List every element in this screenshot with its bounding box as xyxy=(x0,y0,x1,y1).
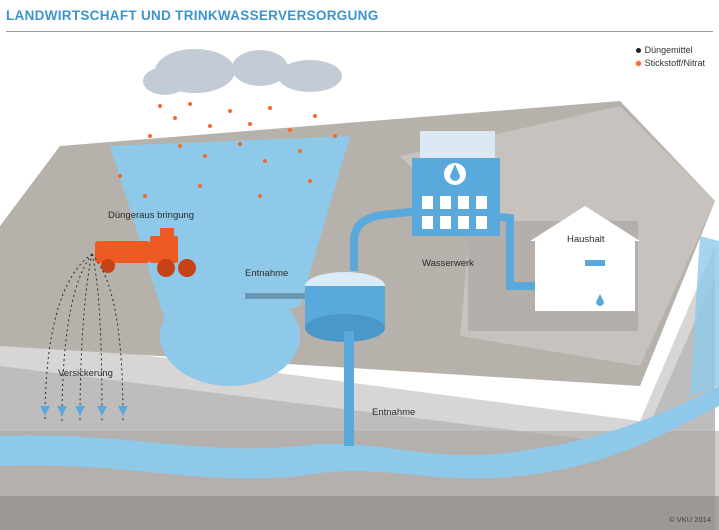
river xyxy=(110,136,350,386)
water-cycle-scene xyxy=(0,49,719,530)
label-entnahme-upper: Entnahme xyxy=(245,268,289,279)
nitrate-dot-icon xyxy=(635,61,641,66)
label-versickerung: Versickerung xyxy=(58,368,113,379)
aquifer xyxy=(0,236,719,479)
waterworks-building xyxy=(412,131,500,236)
seepage-arrows xyxy=(40,406,128,416)
seepage-lines xyxy=(44,253,124,422)
legend: Düngemittel Stickstoff/Nitrat xyxy=(635,44,705,70)
copyright-text: © VKU 2014 xyxy=(669,515,711,524)
label-wasserwerk: Wasserwerk xyxy=(422,258,474,269)
faucet-icon xyxy=(585,260,605,266)
nitrate-rain xyxy=(118,102,337,198)
legend-item-nitrate: Stickstoff/Nitrat xyxy=(635,57,705,70)
faucet-drop-icon xyxy=(596,294,604,306)
label-entnahme-lower: Entnahme xyxy=(372,407,416,418)
waterworks-drop-icon xyxy=(450,164,460,181)
legend-label-fertilizer: Düngemittel xyxy=(644,45,693,55)
diagram-title: LANDWIRTSCHAFT UND TRINKWASSERVERSORGUNG xyxy=(6,8,379,23)
legend-item-fertilizer: Düngemittel xyxy=(635,44,705,57)
well-reservoir xyxy=(245,272,385,446)
label-duengerausbringung: Düngeraus bringung xyxy=(108,210,195,221)
title-rule xyxy=(6,31,713,32)
tractor-icon xyxy=(95,228,196,277)
cloud-group xyxy=(143,49,342,95)
fertilizer-dot-icon xyxy=(635,48,641,53)
house-icon xyxy=(530,206,640,311)
label-haushalt: Haushalt xyxy=(567,234,605,245)
legend-label-nitrate: Stickstoff/Nitrat xyxy=(644,58,705,68)
